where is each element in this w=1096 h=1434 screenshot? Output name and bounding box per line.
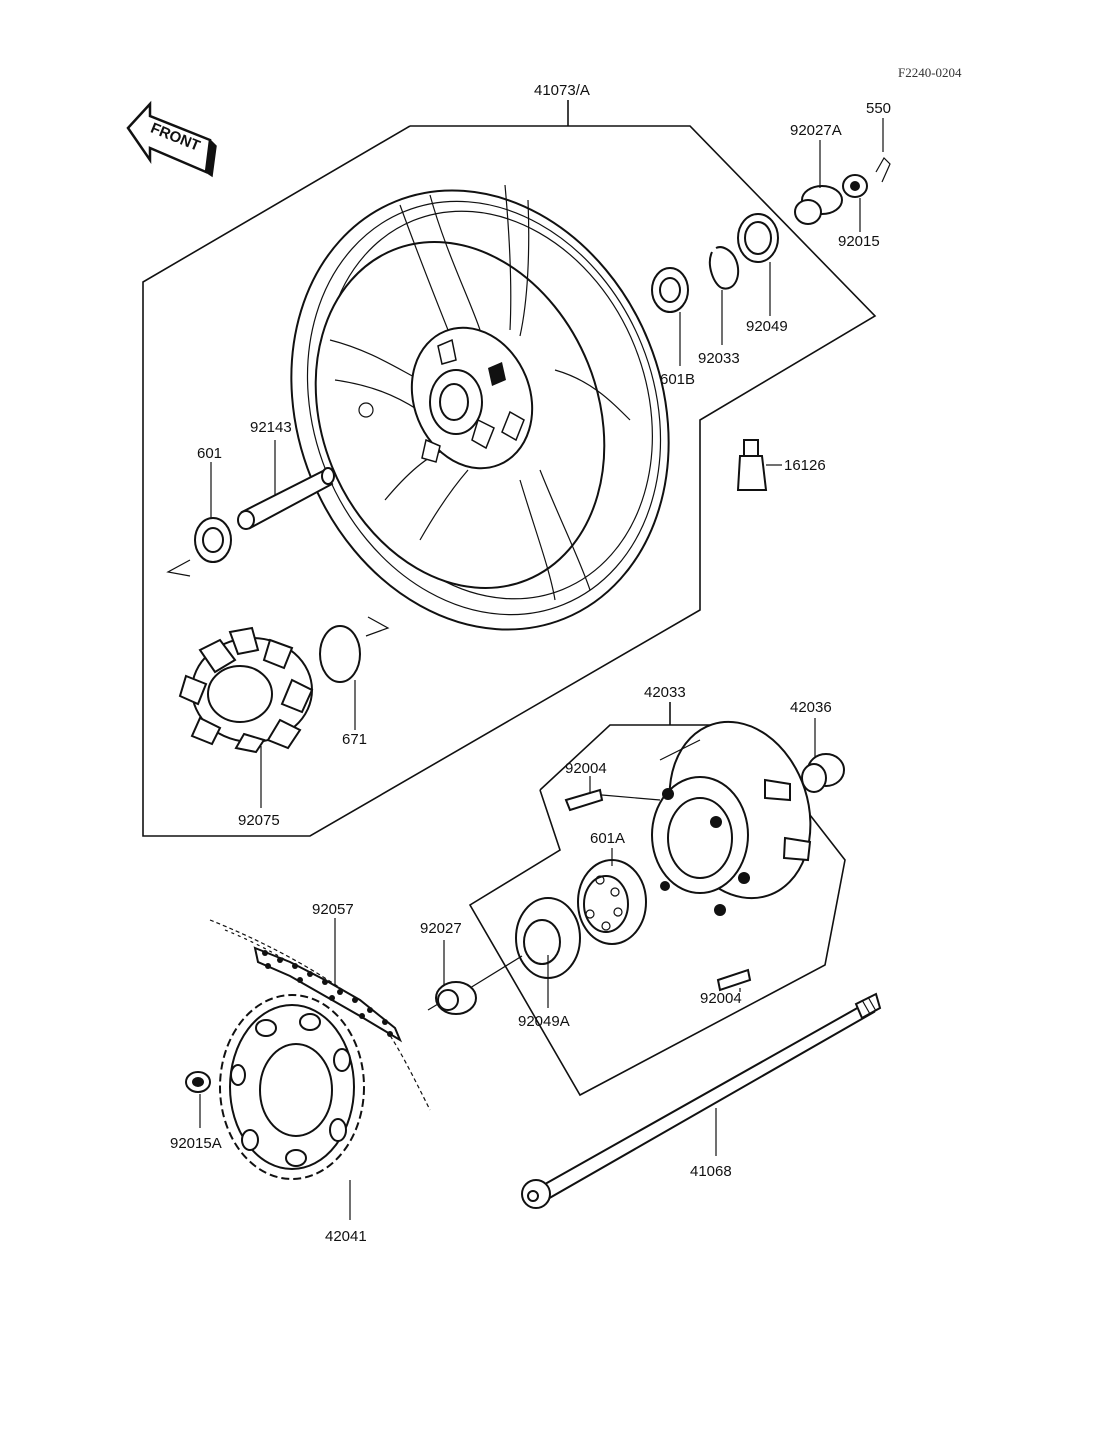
label-16126: 16126 <box>784 457 826 474</box>
label-92143: 92143 <box>250 419 292 436</box>
label-671: 671 <box>342 731 367 748</box>
o-ring-671 <box>319 625 361 730</box>
label-41068: 41068 <box>690 1163 732 1180</box>
label-92027A: 92027A <box>790 122 842 139</box>
label-92049A: 92049A <box>518 1013 570 1030</box>
label-92049: 92049 <box>746 318 788 335</box>
bearing-601B <box>651 267 689 366</box>
sprocket-hub <box>651 720 812 916</box>
stud-92004-top <box>564 776 661 812</box>
label-601: 601 <box>197 445 222 462</box>
label-92075: 92075 <box>238 812 280 829</box>
collar-92027A <box>794 140 843 225</box>
damper-92075 <box>178 626 314 808</box>
label-42036: 42036 <box>790 699 832 716</box>
axle-41068 <box>521 992 882 1209</box>
label-92015: 92015 <box>838 233 880 250</box>
wheel-group-outline <box>142 100 877 837</box>
label-92057: 92057 <box>312 901 354 918</box>
bearing-601 <box>194 462 232 563</box>
reference-code: F2240-0204 <box>898 65 962 80</box>
nut-92015A <box>185 1071 211 1128</box>
label-41073A: 41073/A <box>534 82 590 99</box>
label-42033: 42033 <box>644 684 686 701</box>
collar-92027 <box>435 940 477 1015</box>
front-arrow-icon: FRONT <box>126 100 217 178</box>
hub-group-outline <box>468 702 846 1097</box>
sprocket-42041 <box>219 994 365 1220</box>
chain-92057 <box>209 918 431 1111</box>
cotter-pin-550 <box>875 118 891 183</box>
valve-16126 <box>736 439 782 491</box>
label-601B: 601B <box>660 371 695 388</box>
rear-wheel <box>290 184 670 631</box>
oil-seal-92049 <box>737 213 779 316</box>
label-92015A: 92015A <box>170 1135 222 1152</box>
collar-42036 <box>801 718 845 793</box>
label-550: 550 <box>866 100 891 117</box>
label-92004-top: 92004 <box>565 760 607 777</box>
label-92004-bottom: 92004 <box>700 990 742 1007</box>
nut-92015 <box>842 174 868 232</box>
oil-seal-92049A <box>515 897 581 1008</box>
spacer-92143 <box>237 440 335 530</box>
label-601A: 601A <box>590 830 625 847</box>
label-42041: 42041 <box>325 1228 367 1245</box>
stud-92004-bottom <box>716 968 752 992</box>
label-92033: 92033 <box>698 350 740 367</box>
label-92027: 92027 <box>420 920 462 937</box>
circlip-92033 <box>708 246 740 345</box>
bearing-601A <box>577 848 647 945</box>
